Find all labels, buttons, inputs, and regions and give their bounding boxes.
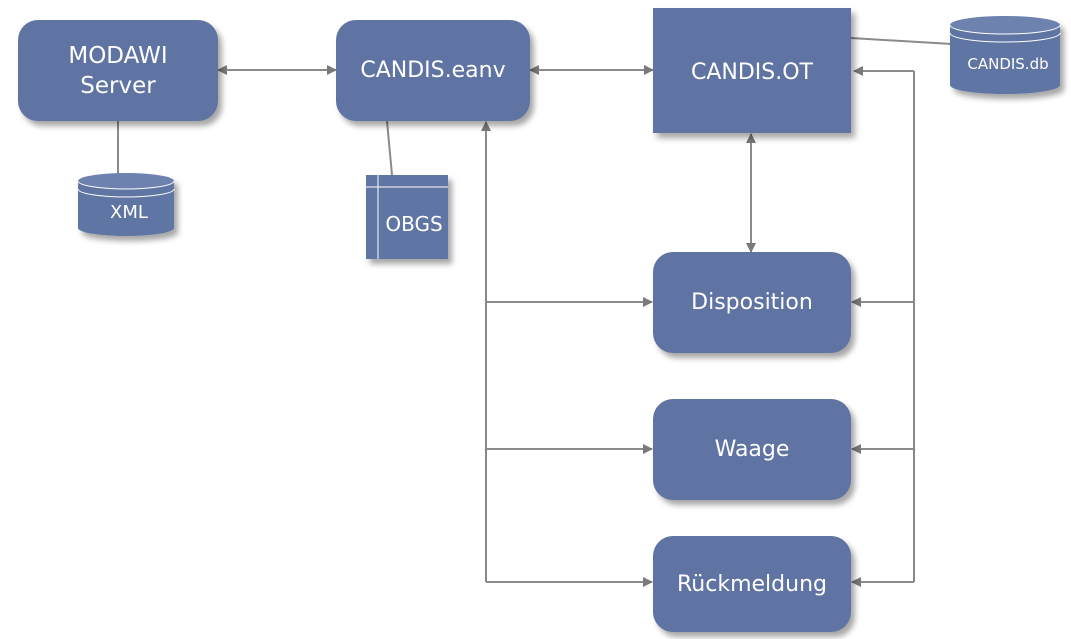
connectors	[117, 37, 953, 587]
candis-db-label: CANDIS.db	[967, 55, 1048, 73]
obgs-label: OBGS	[385, 212, 442, 236]
modawi-server-label: MODAWI Server	[68, 42, 168, 99]
candis-db-database-icon	[949, 16, 1061, 94]
disposition-node: Disposition	[653, 252, 851, 353]
candis-eanv-node: CANDIS.eanv	[336, 20, 530, 121]
waage-node: Waage	[653, 399, 851, 500]
candis-eanv-label: CANDIS.eanv	[360, 58, 506, 83]
xml-label: XML	[110, 202, 148, 223]
xml-database-icon	[77, 173, 175, 236]
candis-ot-label: CANDIS.OT	[690, 60, 813, 85]
connector-ot-db	[850, 37, 953, 45]
rueckmeldung-node: Rückmeldung	[653, 536, 851, 632]
obgs-document-icon	[366, 175, 448, 259]
modawi-server-node: MODAWI Server	[18, 20, 218, 121]
connector-eanv-obgs	[386, 120, 393, 176]
candis-ot-node: CANDIS.OT	[653, 8, 851, 133]
rueckmeldung-label: Rückmeldung	[677, 571, 827, 597]
waage-label: Waage	[714, 437, 790, 462]
disposition-label: Disposition	[691, 290, 813, 315]
